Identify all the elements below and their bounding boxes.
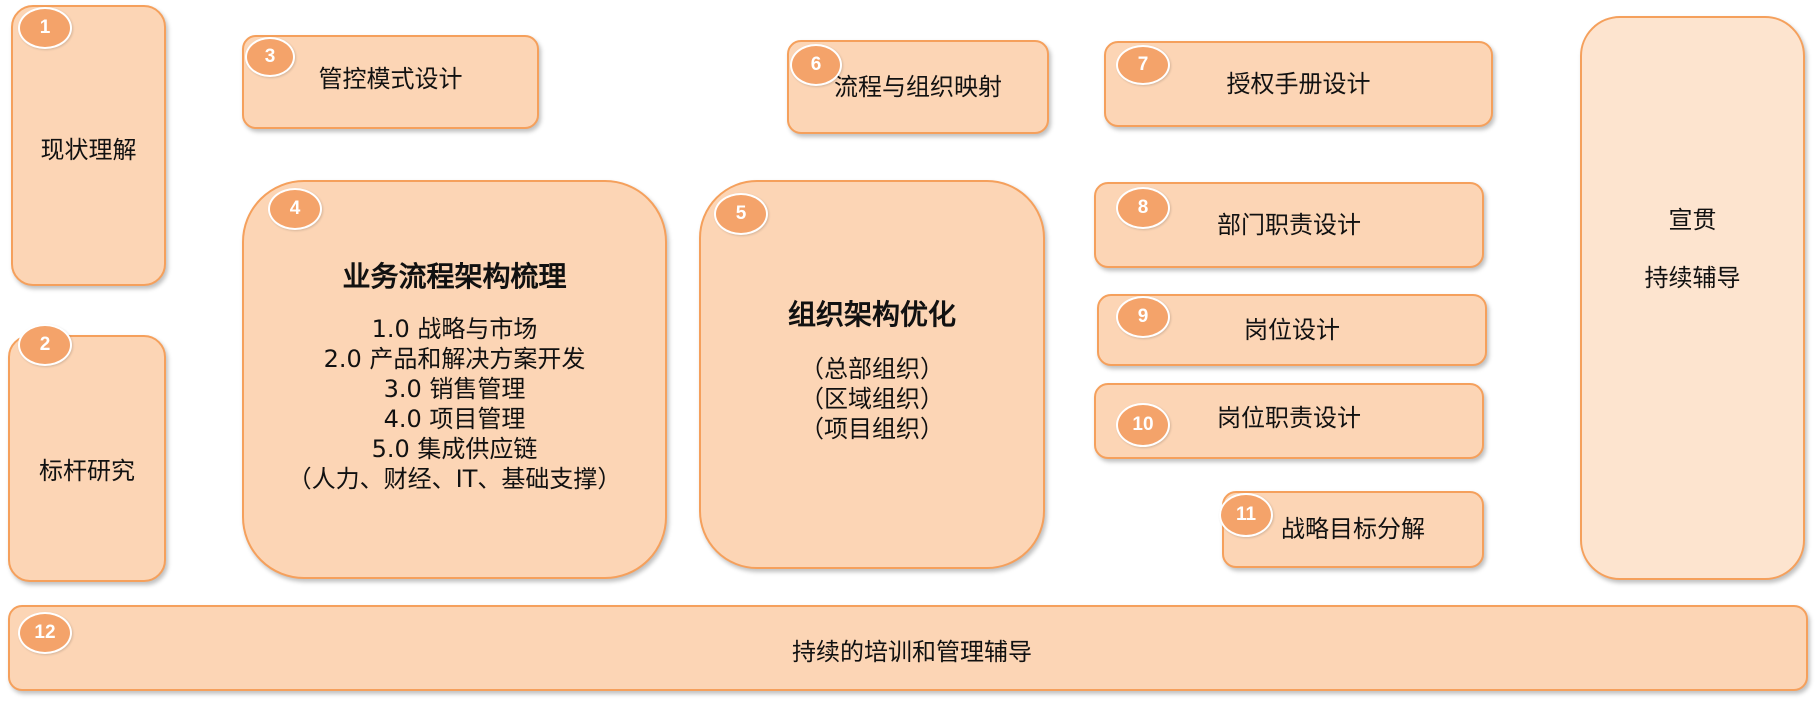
- org-item: （区域组织）: [800, 384, 944, 413]
- step-badge-5: 5: [714, 193, 768, 235]
- process-item: 5.0 集成供应链: [371, 434, 538, 463]
- box-governance-design: 管控模式设计: [242, 35, 539, 129]
- step-badge-8: 8: [1116, 187, 1170, 229]
- process-list: 1.0 战略与市场 2.0 产品和解决方案开发 3.0 销售管理 4.0 项目管…: [288, 314, 622, 494]
- process-item: （人力、财经、IT、基础支撑）: [287, 464, 622, 493]
- step-badge-3: 3: [245, 37, 295, 77]
- process-item: 4.0 项目管理: [383, 404, 526, 433]
- box-label: 持续的培训和管理辅导: [792, 637, 1032, 666]
- box-label: 标杆研究: [39, 457, 135, 486]
- box-label: 流程与组织映射: [834, 72, 1002, 101]
- box-label-line1: 宣贯: [1668, 206, 1717, 235]
- box-org-optimization: 组织架构优化 （总部组织） （区域组织） （项目组织）: [699, 180, 1045, 569]
- org-item: （项目组织）: [800, 414, 944, 443]
- process-item: 2.0 产品和解决方案开发: [323, 344, 586, 373]
- box-label: 战略目标分解: [1281, 515, 1425, 544]
- box-process-architecture: 业务流程架构梳理 1.0 战略与市场 2.0 产品和解决方案开发 3.0 销售管…: [242, 180, 667, 579]
- box-label: 部门职责设计: [1217, 210, 1361, 239]
- box-label: 岗位职责设计: [1217, 403, 1361, 432]
- step-badge-2: 2: [18, 324, 72, 366]
- box-title: 组织架构优化: [787, 298, 956, 331]
- box-current-state: 现状理解: [11, 5, 166, 286]
- box-label: 现状理解: [40, 136, 137, 165]
- step-badge-12: 12: [18, 612, 72, 654]
- box-label: 授权手册设计: [1226, 69, 1371, 98]
- org-list: （总部组织） （区域组织） （项目组织）: [800, 354, 944, 444]
- process-item: 1.0 战略与市场: [371, 314, 538, 343]
- box-promotion-coaching: 宣贯 持续辅导: [1580, 16, 1805, 580]
- box-authorization-manual: 授权手册设计: [1104, 41, 1493, 127]
- box-benchmark: 标杆研究: [8, 335, 166, 582]
- box-title: 业务流程架构梳理: [342, 260, 567, 293]
- org-item: （总部组织）: [800, 354, 944, 383]
- process-item: 3.0 销售管理: [383, 374, 526, 403]
- box-label: 管控模式设计: [318, 64, 463, 93]
- step-badge-9: 9: [1116, 296, 1170, 338]
- box-ongoing-training: 持续的培训和管理辅导: [8, 605, 1808, 691]
- box-label-line2: 持续辅导: [1644, 264, 1741, 292]
- step-badge-4: 4: [268, 188, 322, 230]
- step-badge-10: 10: [1116, 403, 1170, 447]
- step-badge-7: 7: [1116, 45, 1170, 85]
- step-badge-6: 6: [790, 44, 842, 86]
- box-label: 岗位设计: [1244, 315, 1340, 344]
- step-badge-11: 11: [1219, 493, 1273, 537]
- step-badge-1: 1: [18, 7, 72, 49]
